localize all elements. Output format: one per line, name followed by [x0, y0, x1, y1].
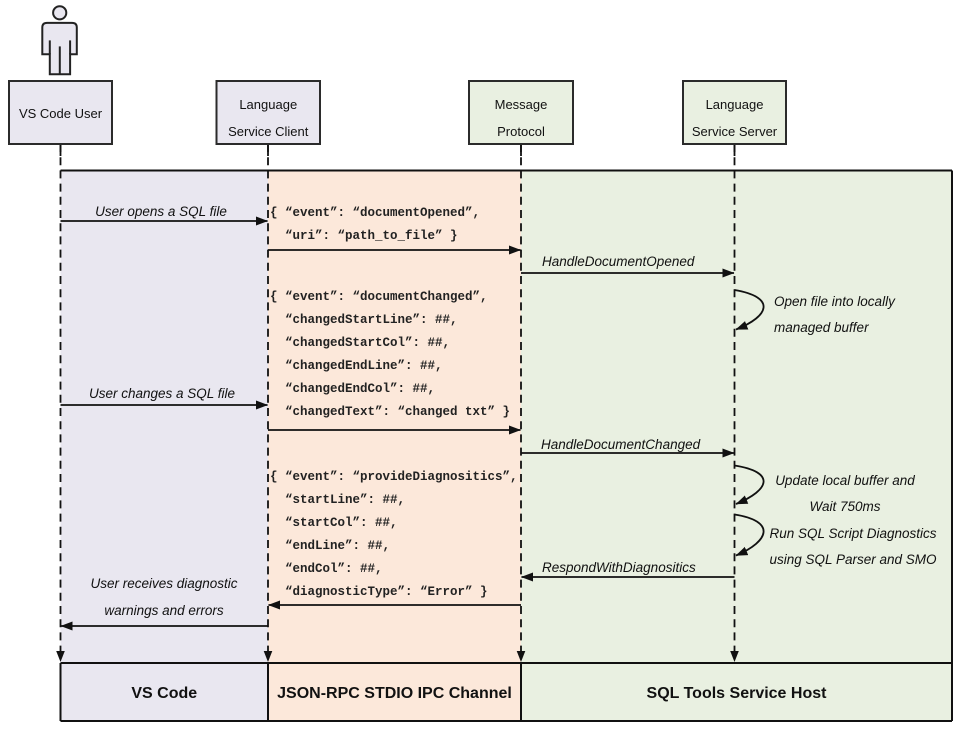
- svg-text:{ “event”: “documentOpened”,: { “event”: “documentOpened”,: [270, 206, 480, 220]
- svg-text:Service Server: Service Server: [692, 124, 778, 139]
- svg-text:Protocol: Protocol: [497, 124, 545, 139]
- svg-text:“diagnosticType”: “Error” }: “diagnosticType”: “Error” }: [285, 585, 488, 599]
- svg-text:warnings and errors: warnings and errors: [104, 603, 224, 618]
- svg-text:Service Client: Service Client: [228, 124, 309, 139]
- svg-text:VS Code User: VS Code User: [19, 106, 103, 121]
- svg-text:“changedStartCol”: ##,: “changedStartCol”: ##,: [285, 336, 450, 350]
- svg-text:Message: Message: [495, 97, 548, 112]
- svg-text:Open file into locally: Open file into locally: [774, 294, 896, 309]
- svg-text:using SQL Parser and SMO: using SQL Parser and SMO: [769, 552, 937, 567]
- svg-text:managed buffer: managed buffer: [774, 320, 869, 335]
- svg-text:{ “event”: “documentChanged”,: { “event”: “documentChanged”,: [270, 290, 488, 304]
- svg-text:Wait 750ms: Wait 750ms: [809, 499, 880, 514]
- svg-text:Language: Language: [239, 97, 297, 112]
- svg-text:“changedText”: “changed txt” }: “changedText”: “changed txt” }: [285, 405, 510, 419]
- svg-text:{ “event”: “provideDiagnositic: { “event”: “provideDiagnositics”,: [270, 470, 518, 484]
- svg-text:“startCol”: ##,: “startCol”: ##,: [285, 516, 398, 530]
- svg-text:User changes a SQL file: User changes a SQL file: [89, 386, 235, 401]
- svg-text:JSON-RPC STDIO IPC Channel: JSON-RPC STDIO IPC Channel: [277, 685, 512, 702]
- svg-text:“endLine”: ##,: “endLine”: ##,: [285, 539, 390, 553]
- svg-text:HandleDocumentOpened: HandleDocumentOpened: [542, 254, 695, 269]
- svg-text:Language: Language: [706, 97, 764, 112]
- svg-text:SQL Tools Service Host: SQL Tools Service Host: [647, 685, 828, 702]
- svg-text:VS Code: VS Code: [131, 685, 197, 702]
- svg-text:HandleDocumentChanged: HandleDocumentChanged: [541, 437, 701, 452]
- svg-text:“uri”: “path_to_file” }: “uri”: “path_to_file” }: [285, 229, 458, 243]
- svg-text:RespondWithDiagnositics: RespondWithDiagnositics: [542, 560, 696, 575]
- svg-text:“changedStartLine”: ##,: “changedStartLine”: ##,: [285, 313, 458, 327]
- svg-text:Run SQL Script Diagnostics: Run SQL Script Diagnostics: [769, 526, 936, 541]
- svg-text:“endCol”: ##,: “endCol”: ##,: [285, 562, 383, 576]
- svg-text:“changedEndCol”: ##,: “changedEndCol”: ##,: [285, 382, 435, 396]
- svg-text:“startLine”: ##,: “startLine”: ##,: [285, 493, 405, 507]
- svg-text:Update local buffer and: Update local buffer and: [775, 473, 915, 488]
- svg-text:“changedEndLine”: ##,: “changedEndLine”: ##,: [285, 359, 443, 373]
- svg-text:User receives diagnostic: User receives diagnostic: [90, 576, 237, 591]
- svg-text:User opens a SQL file: User opens a SQL file: [95, 204, 227, 219]
